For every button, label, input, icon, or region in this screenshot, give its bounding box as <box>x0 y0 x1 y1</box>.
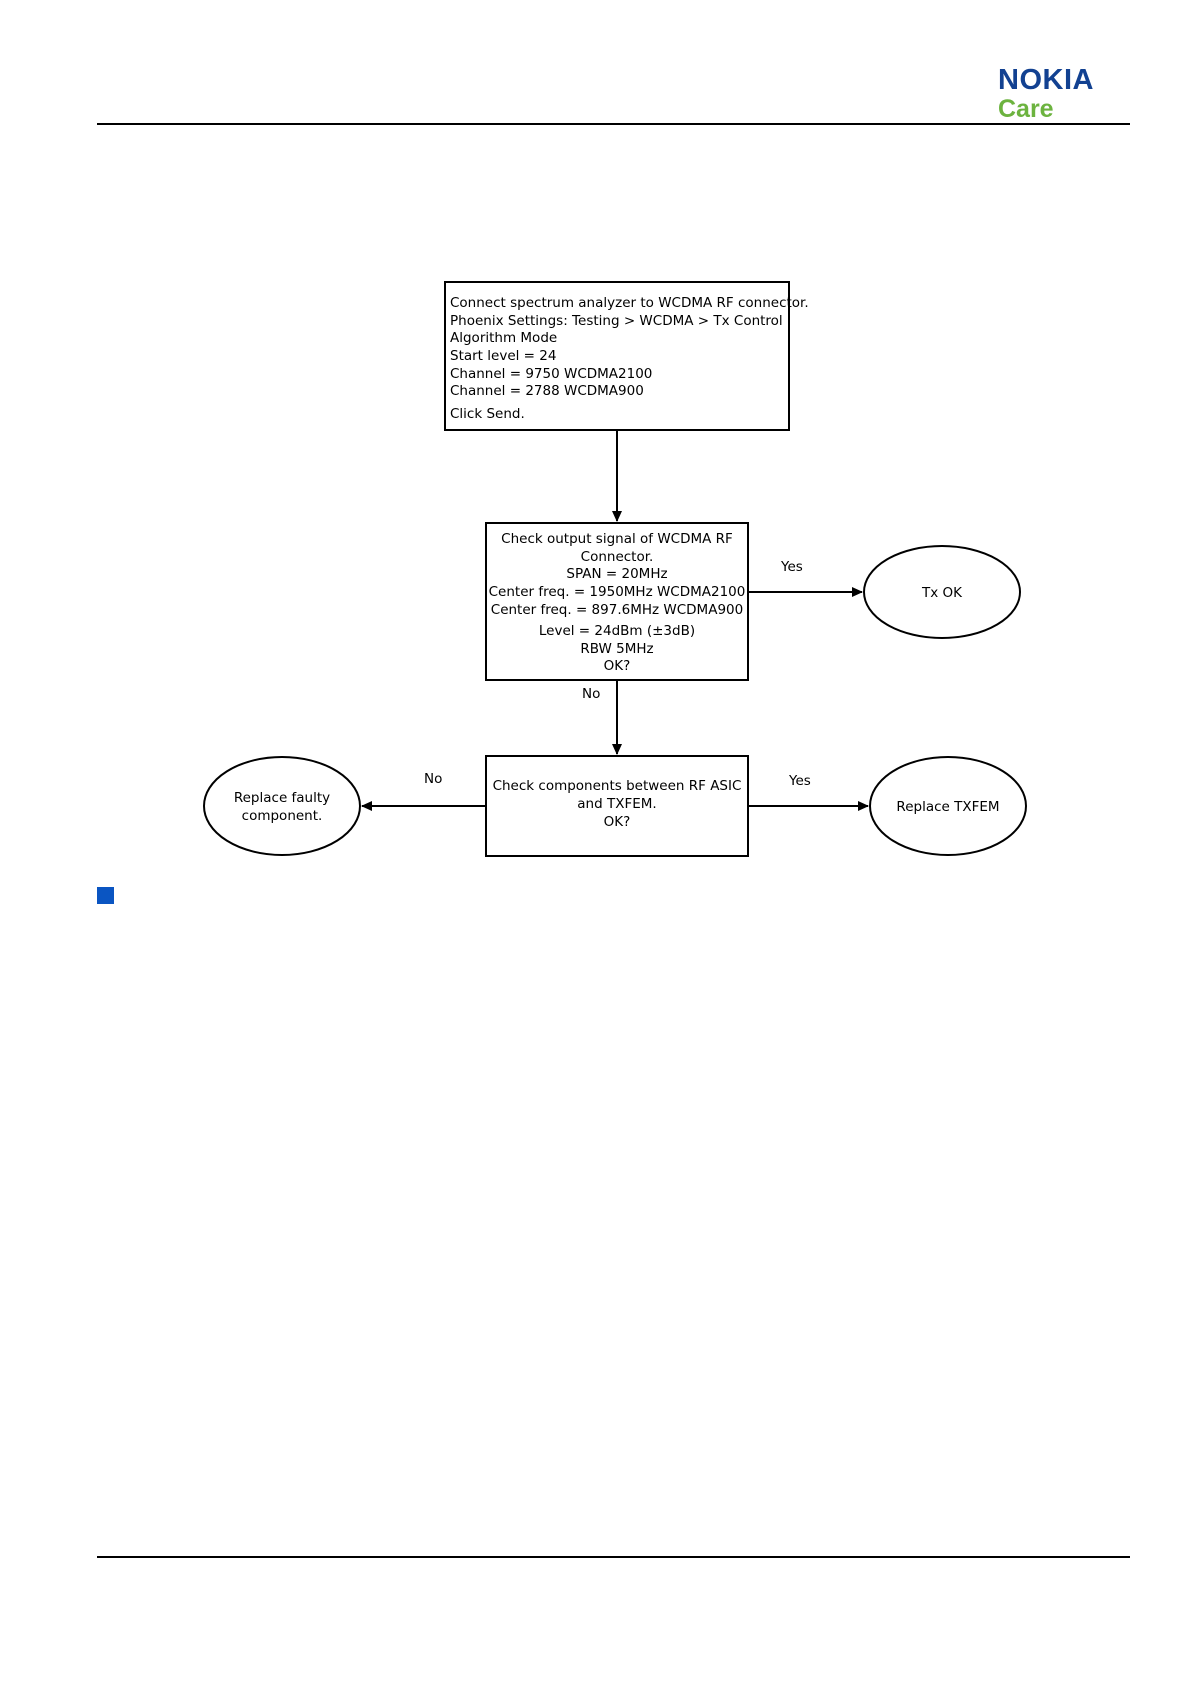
replace-faulty-terminal: Replace faulty component. <box>203 756 361 856</box>
nokia-wordmark: NOKIA <box>998 64 1094 96</box>
troubleshooting-flowchart: Connect spectrum analyzer to WCDMA RF co… <box>203 281 1027 857</box>
replace-txfem-label: Replace TXFEM <box>896 799 999 815</box>
setup-line-7: Click Send. <box>450 406 525 422</box>
care-wordmark: Care <box>998 95 1054 123</box>
setup-line-2: Phoenix Settings: Testing > WCDMA > Tx C… <box>450 313 783 329</box>
edge-label-output-yes: Yes <box>780 559 803 575</box>
check-output-line-5: Center freq. = 897.6MHz WCDMA900 <box>491 602 743 618</box>
check-output-line-7: RBW 5MHz <box>580 641 653 657</box>
setup-line-5: Channel = 9750 WCDMA2100 <box>450 366 652 382</box>
footer-rule <box>97 1556 1130 1558</box>
check-components-line-2: and TXFEM. <box>577 796 656 812</box>
nokia-care-logo: NOKIA Care <box>998 66 1128 122</box>
tx-ok-terminal: Tx OK <box>863 545 1021 639</box>
replace-faulty-line-2: component. <box>242 808 323 824</box>
setup-step-box: Connect spectrum analyzer to WCDMA RF co… <box>444 281 809 431</box>
setup-line-6: Channel = 2788 WCDMA900 <box>450 383 644 399</box>
replace-faulty-line-1: Replace faulty <box>234 790 330 806</box>
check-output-line-3: SPAN = 20MHz <box>566 566 667 582</box>
header-rule <box>97 123 1130 125</box>
check-output-line-4: Center freq. = 1950MHz WCDMA2100 <box>489 584 746 600</box>
edge-label-components-yes: Yes <box>788 773 811 789</box>
setup-line-4: Start level = 24 <box>450 348 556 364</box>
check-output-line-6: Level = 24dBm (±3dB) <box>539 623 695 639</box>
check-output-line-1: Check output signal of WCDMA RF <box>501 531 733 547</box>
check-components-line-3: OK? <box>604 814 631 830</box>
edge-label-output-no: No <box>582 686 600 702</box>
section-marker <box>97 887 114 904</box>
check-output-box: Check output signal of WCDMA RF Connecto… <box>485 522 749 681</box>
check-output-line-8: OK? <box>604 658 631 674</box>
setup-line-1: Connect spectrum analyzer to WCDMA RF co… <box>450 295 809 311</box>
setup-line-3: Algorithm Mode <box>450 330 557 346</box>
check-components-line-1: Check components between RF ASIC <box>493 778 742 794</box>
check-output-line-2: Connector. <box>581 549 654 565</box>
tx-ok-label: Tx OK <box>921 585 963 601</box>
replace-txfem-terminal: Replace TXFEM <box>869 756 1027 856</box>
check-components-box: Check components between RF ASIC and TXF… <box>485 755 749 857</box>
edge-label-components-no: No <box>424 771 442 787</box>
